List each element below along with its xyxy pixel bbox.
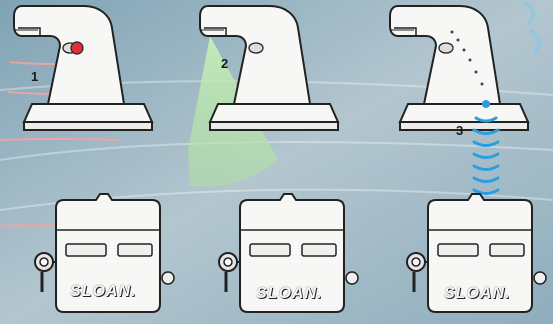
step-1-number: 1 [31, 69, 39, 84]
sensor-icon [70, 41, 84, 55]
sloan-logo: SLOAN. [444, 285, 511, 302]
sloan-logo: SLOAN. [256, 285, 323, 302]
sloan-logo: SLOAN. [70, 283, 137, 300]
step-2-number: 2 [221, 56, 229, 71]
step-3-number: 3 [456, 123, 464, 138]
faucet-icon [13, 5, 153, 131]
faucet-icon [389, 5, 529, 131]
